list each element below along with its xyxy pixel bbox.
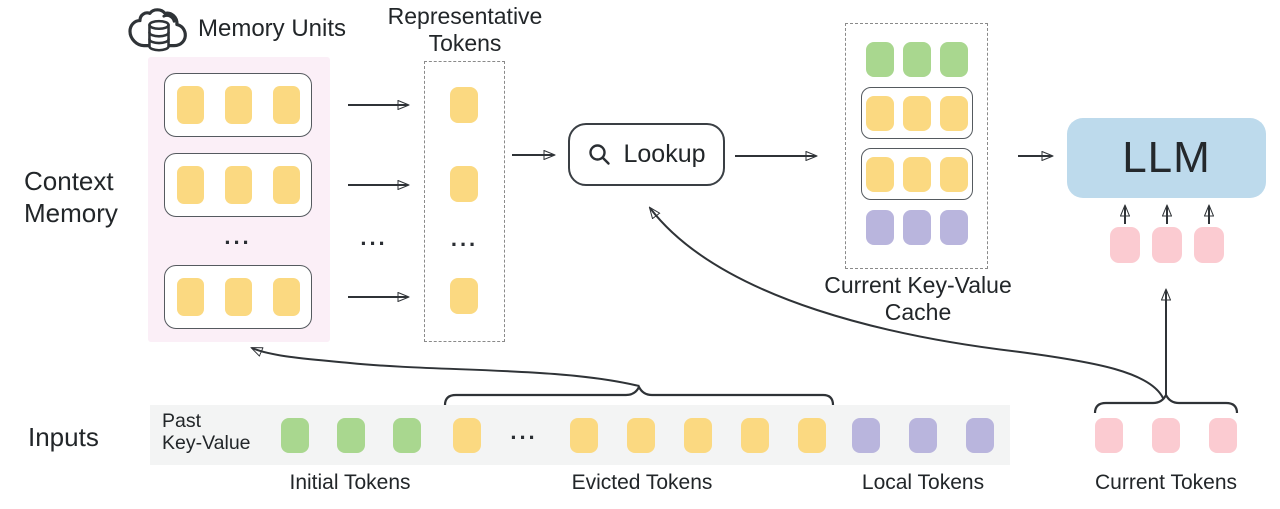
initial-tokens-group <box>281 418 421 453</box>
token <box>281 418 309 453</box>
token <box>450 87 478 123</box>
representative-tokens-box <box>424 61 505 342</box>
token <box>1152 418 1180 453</box>
token <box>272 166 300 204</box>
token <box>393 418 421 453</box>
token <box>940 156 968 192</box>
token <box>1152 227 1182 263</box>
token <box>1110 227 1140 263</box>
token <box>272 86 300 124</box>
token <box>450 278 478 314</box>
llm-input-tokens <box>1110 227 1224 263</box>
past-key-value-label: Past Key-Value <box>162 410 251 454</box>
token <box>224 166 252 204</box>
token <box>966 418 994 453</box>
token <box>224 278 252 316</box>
ellipsis: ... <box>510 419 538 444</box>
memory-unit-row <box>164 265 312 329</box>
token <box>939 210 968 245</box>
initial-tokens-label: Initial Tokens <box>289 471 411 494</box>
token <box>453 418 481 453</box>
representative-token <box>450 278 478 314</box>
inputs-label: Inputs <box>28 422 99 452</box>
token <box>272 278 300 316</box>
llm-box: LLM <box>1067 118 1266 198</box>
token <box>940 95 968 131</box>
token <box>798 418 826 453</box>
token <box>866 156 894 192</box>
local-tokens-group <box>852 418 994 453</box>
llm-label: LLM <box>1122 133 1211 182</box>
cache-memory-row <box>861 87 973 139</box>
lookup-label: Lookup <box>623 140 706 168</box>
current-tokens-group <box>1095 418 1237 453</box>
cache-local-row <box>845 210 988 245</box>
representative-token <box>450 87 478 123</box>
token <box>337 418 365 453</box>
token <box>176 166 204 204</box>
ellipsis: ... <box>450 226 479 251</box>
token <box>852 418 880 453</box>
cache-memory-row <box>861 148 973 200</box>
token <box>902 42 931 77</box>
lookup-box: Lookup <box>568 123 725 186</box>
current-tokens-label: Current Tokens <box>1094 471 1238 494</box>
current-kv-cache-label: Current Key-Value Cache <box>824 272 1012 325</box>
memory-units-label: Memory Units <box>198 15 347 42</box>
token <box>866 95 894 131</box>
token <box>627 418 655 453</box>
evicted-tokens-group <box>453 418 481 453</box>
cloud-database-icon <box>128 8 187 52</box>
token <box>1194 227 1224 263</box>
evicted-tokens-label: Evicted Tokens <box>571 471 713 494</box>
token <box>909 418 937 453</box>
token <box>741 418 769 453</box>
token <box>176 86 204 124</box>
ellipsis: ... <box>224 224 252 249</box>
token <box>865 42 894 77</box>
token <box>865 210 894 245</box>
token <box>176 278 204 316</box>
token <box>224 86 252 124</box>
token <box>570 418 598 453</box>
token <box>450 166 478 202</box>
token <box>902 210 931 245</box>
cache-initial-row <box>845 42 988 77</box>
context-memory-label: Context Memory <box>24 166 118 228</box>
token <box>1095 418 1123 453</box>
token <box>939 42 968 77</box>
token <box>903 156 931 192</box>
search-icon <box>589 143 611 165</box>
memory-unit-row <box>164 153 312 217</box>
token <box>903 95 931 131</box>
token <box>684 418 712 453</box>
token <box>1209 418 1237 453</box>
local-tokens-label: Local Tokens <box>861 471 985 494</box>
evicted-tokens-group <box>570 418 826 453</box>
memory-unit-row <box>164 73 312 137</box>
representative-tokens-label: Representative Tokens <box>387 3 543 56</box>
representative-token <box>450 166 478 202</box>
ellipsis: ... <box>360 225 388 250</box>
